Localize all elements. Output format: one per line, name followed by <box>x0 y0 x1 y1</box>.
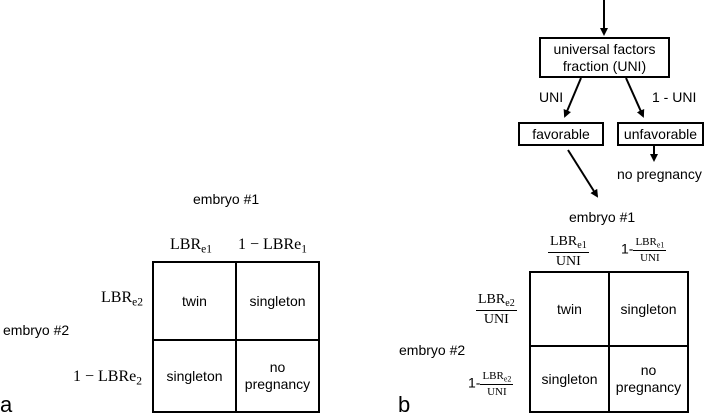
top-box-uni: universal factors fraction (UNI) <box>539 37 670 78</box>
panel-letter-a: a <box>0 392 13 417</box>
grid-b <box>529 271 689 413</box>
arrow-label-one-minus-uni: 1 - UNI <box>652 89 697 105</box>
cell-a-singleton-1: singleton <box>249 292 306 309</box>
cell-a-singleton-2: singleton <box>166 367 223 384</box>
col-label-a-2: 1 − LBRe1 <box>238 236 308 256</box>
col-label-a-1: LBRe1 <box>170 236 212 256</box>
cell-b-singleton-1: singleton <box>620 300 677 317</box>
cell-b-twin: twin <box>557 300 582 317</box>
favorable-box: favorable <box>518 122 604 146</box>
row-label-a-1: LBRe2 <box>101 289 143 309</box>
panel-letter-b: b <box>398 392 411 417</box>
unfavorable-box: unfavorable <box>617 122 704 146</box>
col-header-a: embryo #1 <box>193 191 260 207</box>
arrow-label-uni: UNI <box>539 89 564 105</box>
arrow-to-grid-b <box>567 149 599 198</box>
row-header-a: embryo #2 <box>3 322 70 338</box>
col-header-b: embryo #1 <box>569 209 636 225</box>
arrow-to-favorable <box>563 77 582 118</box>
row-header-b: embryo #2 <box>399 342 466 358</box>
cell-a-twin: twin <box>182 292 207 309</box>
cell-b-singleton-2: singleton <box>541 370 598 387</box>
cell-a-no-pregnancy: no pregnancy <box>244 359 311 392</box>
grid-a <box>152 261 320 413</box>
no-pregnancy-label: no pregnancy <box>617 166 702 182</box>
cell-b-no-pregnancy: no pregnancy <box>615 362 682 395</box>
arrow-to-unfavorable <box>625 77 645 118</box>
row-label-a-2: 1 − LBRe2 <box>73 368 143 388</box>
